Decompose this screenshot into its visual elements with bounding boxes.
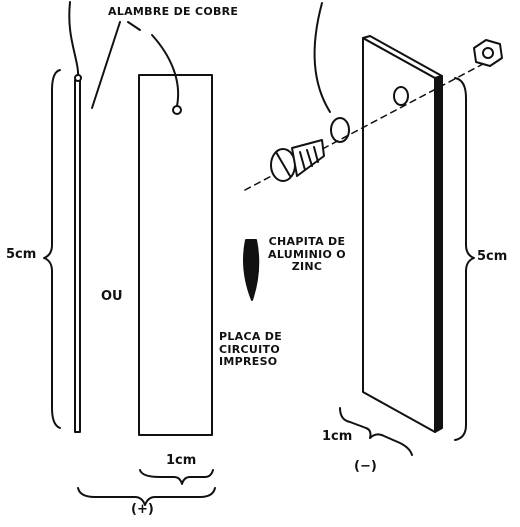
nut — [473, 39, 503, 67]
right-width-brace — [339, 407, 413, 456]
foil-label: CHAPITA DE ALUMINIO O ZINC — [268, 235, 346, 274]
or-label: OU — [101, 289, 123, 304]
screw — [270, 139, 325, 182]
center-plate — [138, 34, 213, 436]
plate-label-line-2: CIRCUITO — [219, 342, 280, 356]
foil-label-line-2: ALUMINIO O — [268, 247, 346, 261]
positive-brace — [77, 487, 216, 506]
foil-label-line-1: CHAPITA DE — [268, 235, 346, 248]
wire-label: ALAMBRE DE COBRE — [108, 5, 239, 18]
right-plate — [362, 35, 443, 433]
negative-label: (−) — [354, 459, 377, 474]
right-width-label: 1cm — [322, 429, 353, 444]
right-height-brace — [454, 77, 475, 441]
wire-label-leader — [91, 21, 121, 109]
right-wire — [313, 2, 331, 113]
plate-label: PLACA DE CIRCUITO IMPRESO — [219, 330, 283, 369]
center-width-label: 1cm — [166, 453, 197, 468]
plate-label-line-1: PLACA DE — [219, 330, 283, 343]
foil-label-line-3: ZINC — [291, 260, 323, 274]
plate-label-line-3: IMPRESO — [219, 355, 278, 369]
left-height-brace — [43, 69, 61, 429]
ring-terminal — [330, 117, 350, 143]
right-height-label: 5cm — [477, 249, 508, 264]
foil-strip — [243, 239, 260, 301]
positive-label: (+) — [131, 502, 154, 517]
left-height-label: 5cm — [6, 247, 37, 262]
thin-electrode — [68, 1, 82, 433]
center-width-brace — [139, 469, 214, 485]
wire-label-leader-2 — [127, 21, 141, 31]
